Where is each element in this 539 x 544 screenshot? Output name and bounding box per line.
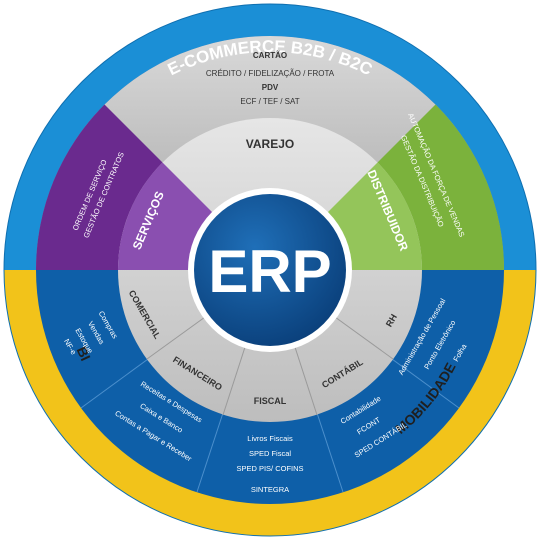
- center-label: ERP: [208, 238, 331, 305]
- fiscal-item: SPED Fiscal: [249, 449, 291, 458]
- center-disk: [194, 194, 346, 346]
- varejo-label: VAREJO: [246, 137, 294, 151]
- fiscal-item: SINTEGRA: [251, 485, 289, 494]
- fiscal-item: Livros Fiscais: [247, 434, 293, 443]
- bi-label: BI: [74, 344, 94, 363]
- varejo-item: CARTÃO: [253, 51, 287, 60]
- varejo-item: CRÉDITO / FIDELIZAÇÃO / FROTA: [206, 69, 335, 78]
- fiscal-label: FISCAL: [254, 396, 287, 406]
- varejo-item: PDV: [262, 83, 279, 92]
- fiscal-item: SPED PIS/ COFINS: [236, 464, 303, 473]
- varejo-item: ECF / TEF / SAT: [240, 97, 299, 106]
- fiscal-items: Livros Fiscais SPED Fiscal SPED PIS/ COF…: [236, 434, 303, 494]
- varejo-items: CARTÃO CRÉDITO / FIDELIZAÇÃO / FROTA PDV…: [206, 51, 335, 106]
